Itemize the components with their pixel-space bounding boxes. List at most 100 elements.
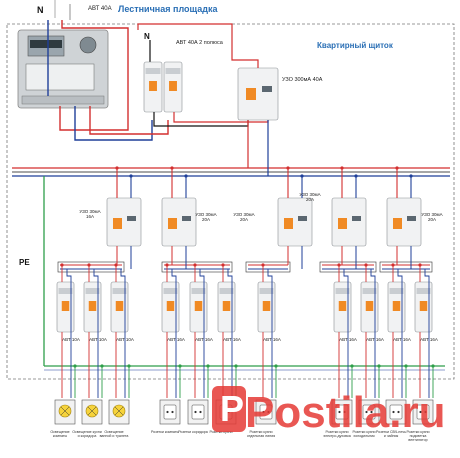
breaker-terminal [362, 288, 377, 294]
group-busbar-2 [161, 261, 233, 273]
circuit-neutral-wire [424, 269, 430, 398]
main-breaker-pole-2-terminal [165, 68, 181, 74]
consumer-label-11: Розетки кухни подсветка вентилятор [406, 430, 430, 443]
rcd-3 [277, 197, 313, 247]
group-busbar-1 [57, 261, 125, 273]
breaker-terminal [259, 288, 274, 294]
panel-title: Квартирный щиток [317, 41, 393, 50]
socket-pin [262, 410, 265, 414]
circuit-neutral-wire [343, 269, 349, 398]
rcd-2-test-button [182, 216, 191, 221]
panel-n-label: N [144, 32, 150, 41]
socket-pin [419, 410, 422, 414]
breaker-toggle [338, 301, 347, 311]
circuit-neutral-wire [227, 269, 233, 398]
circuit-neutral-wire [93, 269, 99, 398]
meter-digits [30, 40, 62, 48]
lamp-icon-cross [114, 406, 124, 416]
meter-dial-icon [79, 36, 97, 54]
rcd-2-toggle [168, 218, 177, 229]
junction-dot [165, 263, 169, 267]
meter-terminals [21, 95, 105, 105]
breaker-label-10: АВТ 16А [393, 337, 411, 342]
breaker-terminal [163, 288, 178, 294]
group-busbar-4 [319, 261, 377, 273]
consumer-label-10: Розетки СВЧ-печь и чайник [376, 430, 406, 439]
pe-junction-dot [178, 364, 182, 368]
socket-pin [343, 410, 346, 414]
header-avt-label: АВТ 40А [88, 6, 112, 12]
socket-icon [335, 404, 349, 420]
main-rcd-toggle [246, 88, 256, 100]
junction-dot [60, 263, 64, 267]
breaker-toggle [392, 301, 401, 311]
circuit-neutral-wire [370, 269, 376, 398]
junction-dot [87, 263, 91, 267]
breaker-label-9: АВТ 16А [366, 337, 384, 342]
main-breaker-pole-2-toggle [169, 81, 177, 91]
rcd-1-test-button [127, 216, 136, 221]
pe-junction-dot [274, 364, 278, 368]
rcd-label-2: УЗО 30мА 20А [195, 212, 217, 222]
rcd-4-toggle [338, 218, 347, 229]
bus-junction-dot [354, 174, 358, 178]
breaker-label-4: АВТ 16А [167, 337, 185, 342]
socket-icon [259, 404, 273, 420]
socket-icon [191, 404, 205, 420]
watermark-text: Postila.ru [245, 388, 446, 437]
bus-junction-dot [286, 166, 290, 170]
rcd-label-4: УЗО 30мА 20А [299, 192, 321, 202]
main-rcd-label: УЗО 300мА 40А [282, 77, 323, 83]
lamp-icon-cross [87, 406, 97, 416]
socket-pin [194, 410, 197, 414]
bus-junction-dot [300, 174, 304, 178]
panel-border [6, 23, 455, 380]
socket-icon [389, 404, 403, 420]
rcd-4 [331, 197, 367, 247]
breaker-terminal [85, 288, 100, 294]
junction-dot [391, 263, 395, 267]
bus-junction-dot [170, 166, 174, 170]
junction-dot [337, 263, 341, 267]
rcd-2 [161, 197, 197, 247]
socket-icon [163, 404, 177, 420]
rcd-label-3: УЗО 30мА 20А [233, 212, 255, 222]
consumer-label-6: Розетки кухни [209, 430, 233, 434]
breaker-label-11: АВТ 16А [420, 337, 438, 342]
consumer-label-9: Розетки кухни холодильник [352, 430, 376, 439]
breaker-toggle [365, 301, 374, 311]
junction-dot [221, 263, 225, 267]
bus-junction-dot [184, 174, 188, 178]
rcd-3-toggle [284, 218, 293, 229]
breaker-label-2: АВТ 10А [89, 337, 107, 342]
rcd-5-test-button [407, 216, 416, 221]
breaker-label-3: АВТ 10А [116, 337, 134, 342]
breaker-toggle [88, 301, 97, 311]
socket-pin [392, 410, 395, 414]
socket-icon [362, 404, 376, 420]
rcd-5-toggle [393, 218, 402, 229]
junction-dot [261, 263, 265, 267]
breaker-terminal [112, 288, 127, 294]
socket-pin [338, 410, 341, 414]
stair-title: Лестничная площадка [118, 4, 218, 14]
pe-junction-dot [350, 364, 354, 368]
breaker-terminal [58, 288, 73, 294]
lamp-icon-cross [60, 406, 70, 416]
pe-junction-dot [100, 364, 104, 368]
rcd-label-5: УЗО 30мА 20А [421, 212, 443, 222]
rcd-label-1: УЗО 30мА 16А [79, 209, 101, 219]
socket-pin [424, 410, 427, 414]
breaker-toggle [115, 301, 124, 311]
consumer-label-7: Розетки кухни отдельная линия [246, 430, 276, 439]
pe-junction-dot [206, 364, 210, 368]
bus-junction-dot [129, 174, 133, 178]
main-rcd [237, 67, 279, 121]
breaker-label-7: АВТ 16А [263, 337, 281, 342]
rcd-4-test-button [352, 216, 361, 221]
main-rcd-phase-in [231, 54, 259, 68]
socket-pin [365, 410, 368, 414]
feed-to-main-breaker [137, 23, 233, 54]
group-busbar-5 [379, 261, 433, 273]
main-rcd-test-button [262, 86, 272, 92]
